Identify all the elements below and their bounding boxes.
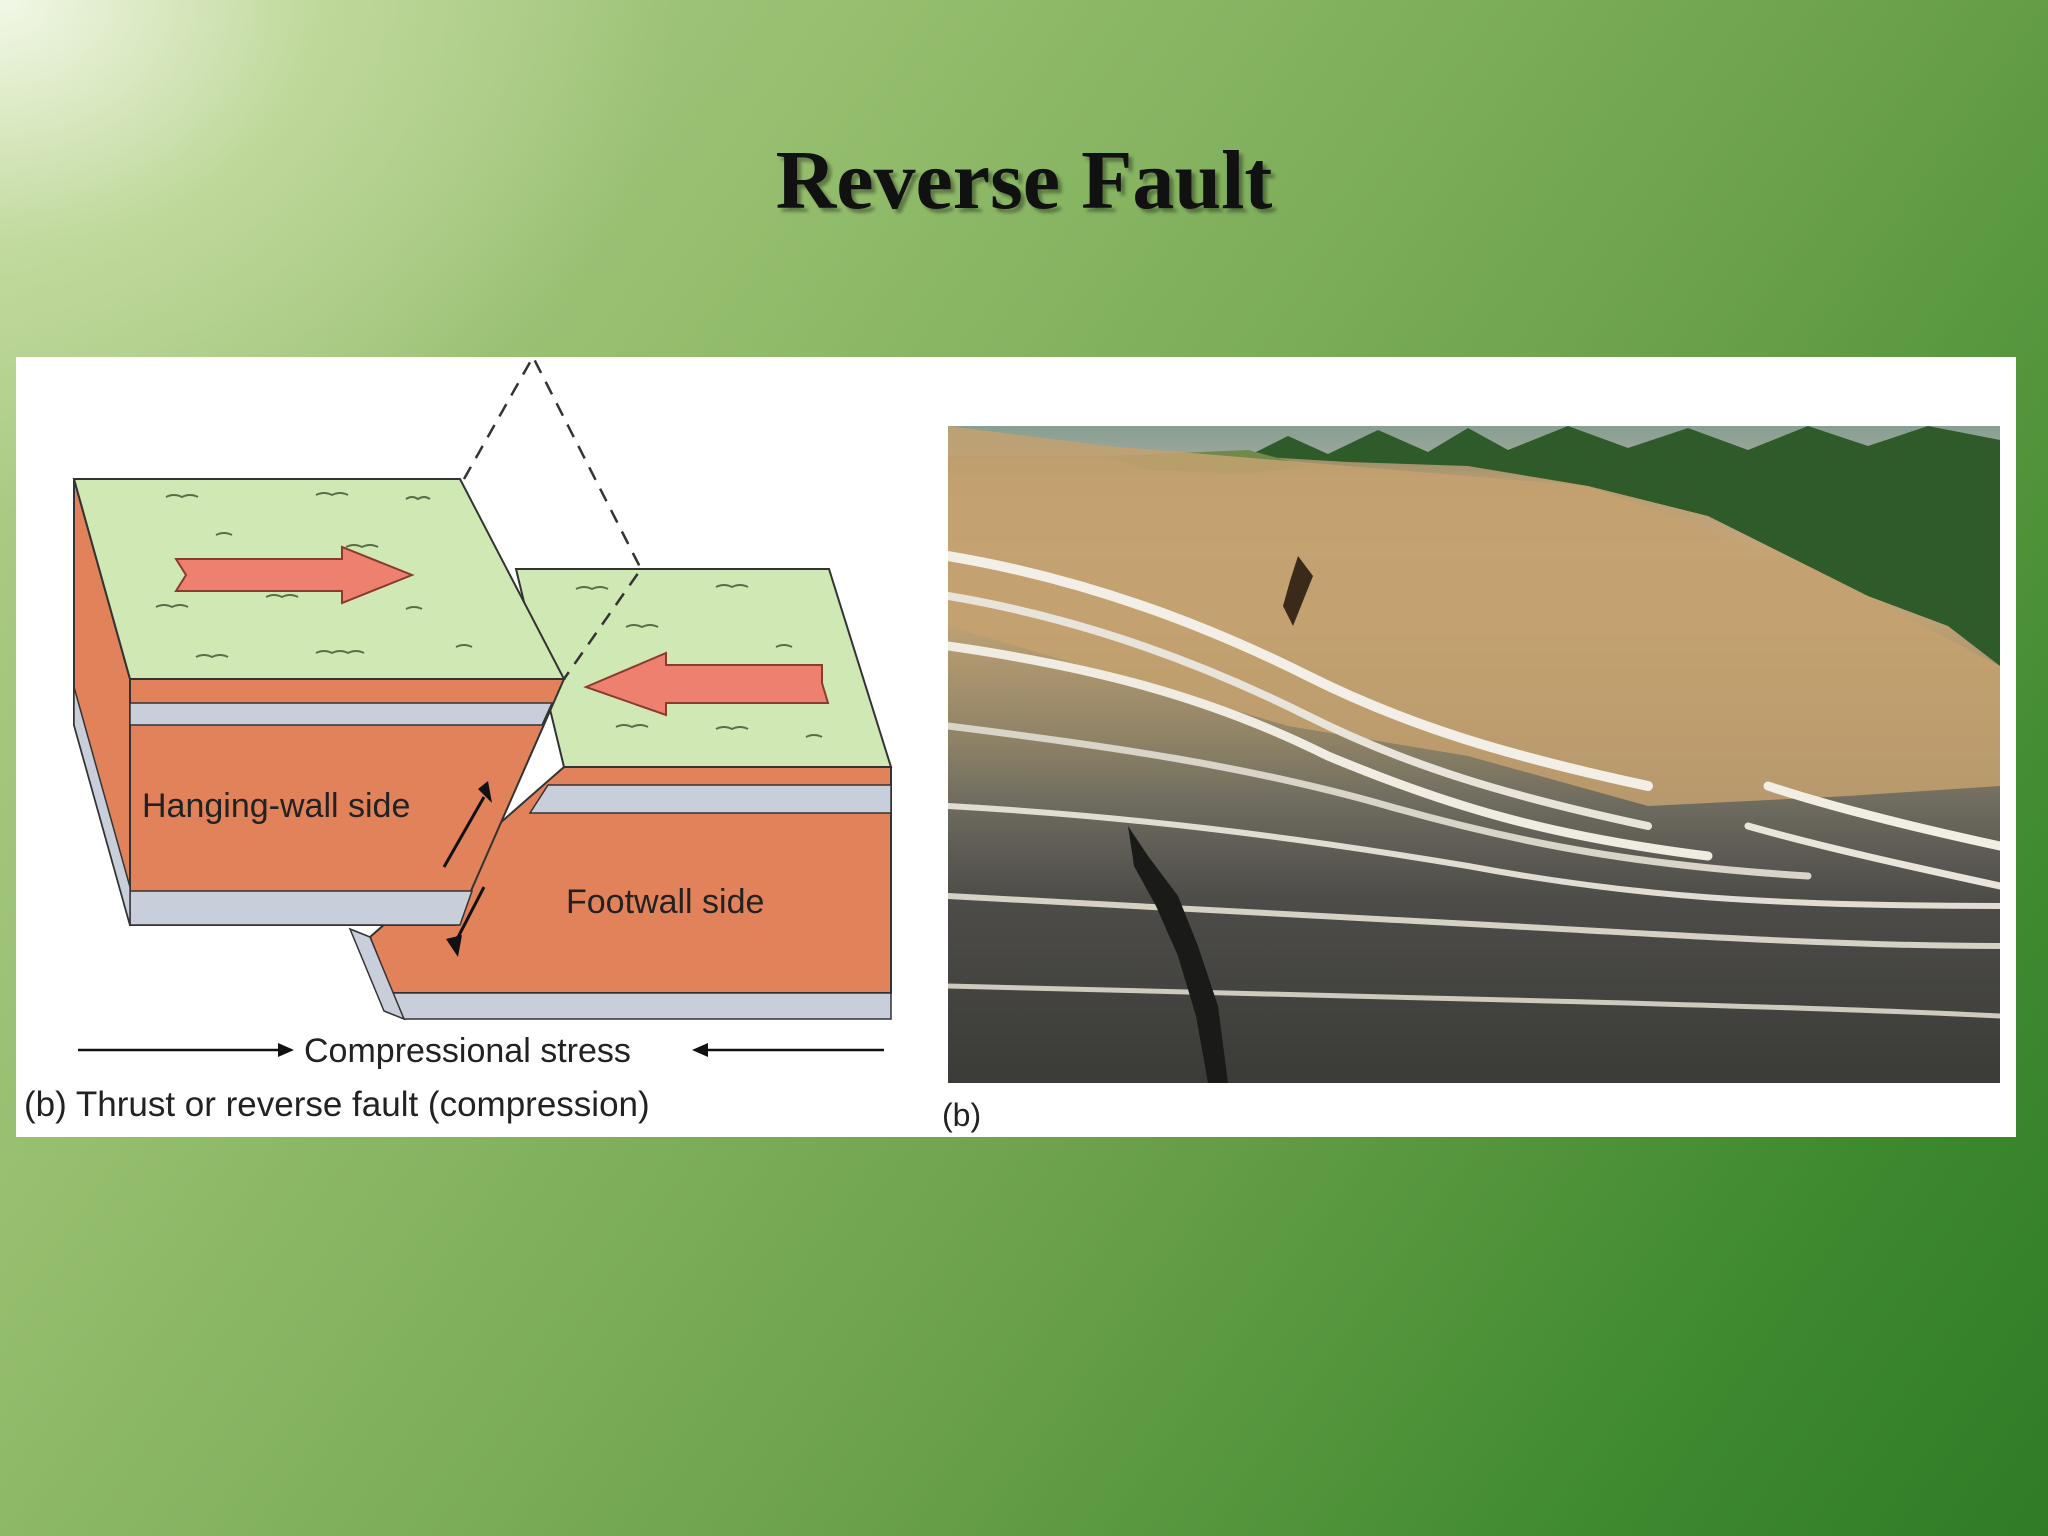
outcrop-photo-illustration: [948, 426, 2000, 1083]
figure-panel: Hanging-wall side Footwall side Compress…: [16, 357, 2016, 1137]
slide-title: Reverse Fault: [775, 134, 1273, 227]
fault-block-diagram: Hanging-wall side Footwall side Compress…: [24, 357, 893, 1124]
hanging-wall-motion-arrow: [174, 545, 415, 605]
fault-crack: [1128, 826, 1228, 1083]
footwall-left-face: [348, 927, 406, 1021]
diagram-caption: (b) Thrust or reverse fault (compression…: [24, 1085, 650, 1124]
fault-plane-dashed-line: [462, 357, 643, 680]
surface-texture: [155, 492, 823, 738]
hanging-wall-thin-layer-lower: [129, 890, 474, 926]
hanging-wall-thin-layer-upper: [129, 702, 554, 726]
hanging-wall-label: Hanging-wall side: [142, 787, 410, 825]
compressional-stress-arrows: [78, 1043, 884, 1057]
hanging-wall-left-thin-layer: [73, 686, 131, 926]
fault-outcrop-photo: [948, 426, 2000, 1083]
compressional-stress-label: Compressional stress: [304, 1032, 631, 1070]
footwall-motion-arrow: [583, 651, 830, 717]
dark-rock-strata: [948, 551, 2000, 1019]
footwall-thin-layer-upper: [528, 784, 892, 814]
tree-line: [1248, 426, 2000, 666]
footwall-thin-layer-lower: [390, 992, 892, 1020]
footwall-label: Footwall side: [566, 883, 764, 921]
tan-rock-face: [948, 426, 2000, 806]
photo-caption: (b): [942, 1097, 982, 1133]
fault-slip-arrows: [442, 781, 492, 957]
